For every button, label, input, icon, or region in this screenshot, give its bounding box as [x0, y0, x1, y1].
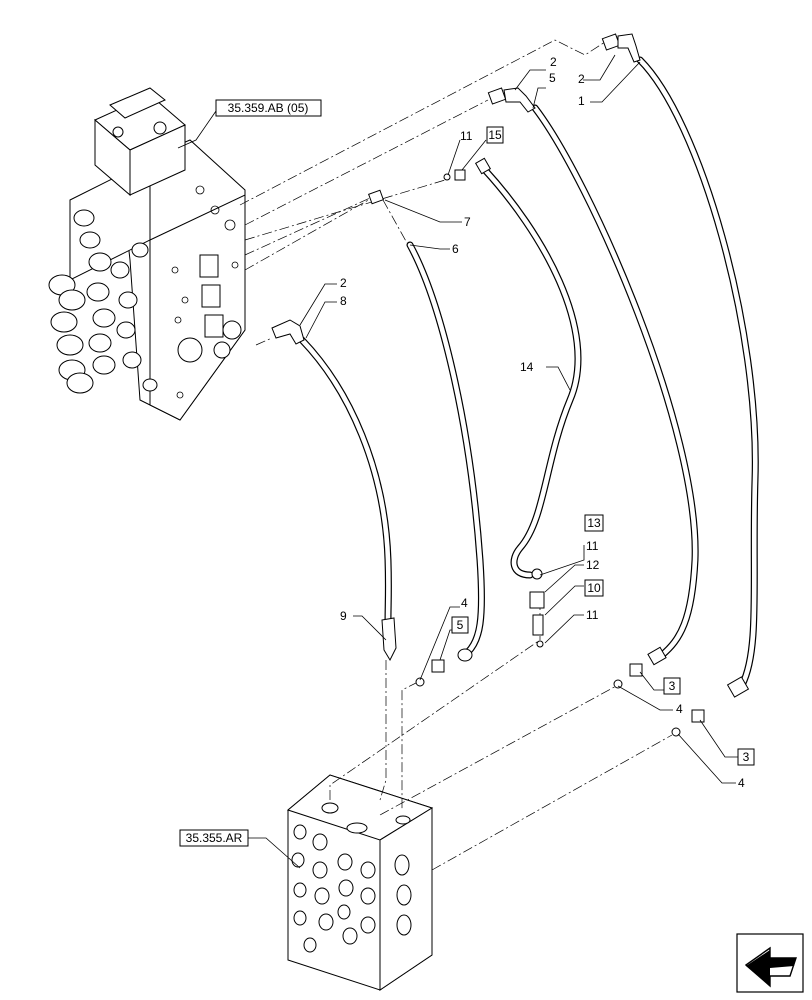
- callout-2: 2: [578, 72, 585, 86]
- callout-3: 3: [743, 750, 750, 764]
- fittings: [415, 169, 705, 737]
- valve-reference-label: 35.359.AB (05): [228, 101, 309, 115]
- hose-8: [271, 319, 397, 662]
- callout-1: 1: [578, 94, 585, 108]
- valve-ports: [171, 185, 242, 399]
- spool-caps: [48, 209, 158, 394]
- callout-15-box: 15: [486, 126, 504, 144]
- callout-9: 9: [340, 609, 347, 623]
- control-valve-assembly: [48, 87, 246, 421]
- callout-10: 10: [587, 581, 601, 595]
- callout-12: 12: [586, 558, 600, 572]
- callout-11: 11: [586, 608, 599, 622]
- callout-5: 5: [549, 71, 556, 85]
- block-reference-box[interactable]: 35.355.AR: [179, 829, 249, 847]
- hose-1: [601, 33, 759, 698]
- callout-3: 3: [669, 679, 676, 693]
- connection-lines: [239, 39, 673, 871]
- callout-13-box: 13: [584, 514, 604, 532]
- callout-3-box: 3: [737, 748, 755, 766]
- hose-5: [487, 87, 699, 666]
- callout-11: 11: [460, 129, 473, 143]
- callout-5-box: 5: [451, 616, 469, 634]
- callout-3-box: 3: [663, 677, 681, 695]
- callout-14: 14: [520, 360, 534, 374]
- hose-14: [474, 157, 582, 579]
- callout-11: 11: [586, 539, 599, 553]
- callout-4: 4: [676, 702, 683, 716]
- callout-4: 4: [461, 596, 468, 610]
- block-reference-label: 35.355.AR: [186, 831, 243, 845]
- callout-10-box: 10: [584, 579, 604, 597]
- leader-lines: [299, 54, 738, 784]
- callout-13: 13: [587, 516, 601, 530]
- valve-reference-box[interactable]: 35.359.AB (05): [215, 99, 322, 117]
- manifold-block: [246, 774, 434, 991]
- callout-7: 7: [464, 215, 471, 229]
- callout-2: 2: [550, 55, 557, 69]
- callout-4: 4: [738, 776, 745, 790]
- manifold-ports: [291, 824, 412, 953]
- arrow-icon[interactable]: [736, 933, 804, 993]
- callout-2: 2: [340, 276, 347, 290]
- hose-6: [368, 189, 485, 662]
- callout-5: 5: [457, 618, 464, 632]
- callout-6: 6: [452, 242, 459, 256]
- callout-8: 8: [340, 294, 347, 308]
- callout-15: 15: [488, 128, 502, 142]
- callouts: 2 2 1 5 11 15 7 6 2 8 14 13 11 12 10 11 …: [340, 55, 755, 790]
